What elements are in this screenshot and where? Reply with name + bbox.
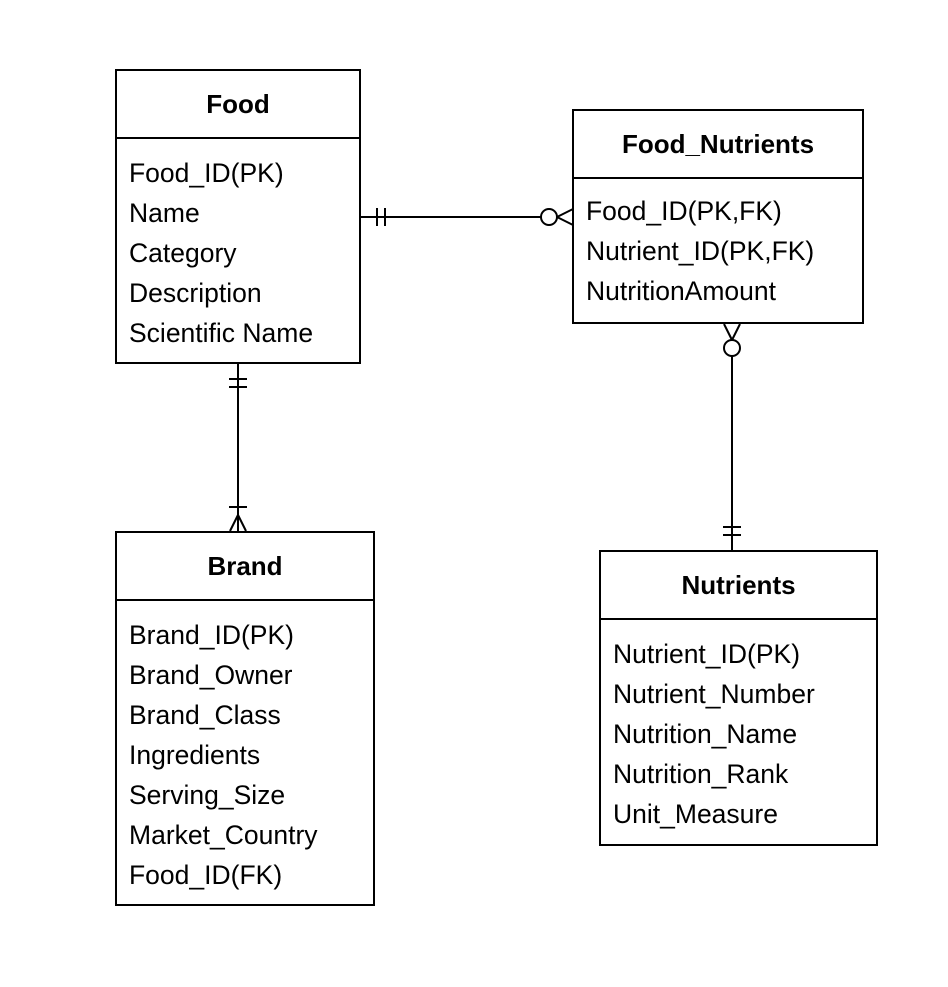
relationship-food-food-nutrients: [361, 208, 574, 226]
entity-brand: Brand Brand_ID(PK) Brand_Owner Brand_Cla…: [115, 531, 375, 906]
entity-title: Food: [117, 71, 359, 139]
crow-foot-left: [229, 514, 239, 532]
entity-title: Nutrients: [601, 552, 876, 620]
attribute: Category: [129, 238, 237, 268]
attribute: NutritionAmount: [586, 276, 777, 306]
attribute-list: Food_ID(PK,FK) Nutrient_ID(PK,FK) Nutrit…: [574, 179, 862, 311]
attribute: Scientific Name: [129, 318, 314, 348]
attribute: Brand_Owner: [129, 660, 293, 690]
attribute: Brand_ID(PK): [129, 620, 294, 650]
attribute: Food_ID(PK): [129, 158, 284, 188]
attribute: Nutrient_ID(PK): [613, 639, 801, 669]
zero-circle: [723, 339, 741, 357]
relationship-food-brand: [229, 364, 247, 532]
crow-foot-right: [731, 323, 741, 341]
attribute: Brand_Class: [129, 700, 281, 730]
attribute-list: Food_ID(PK) Name Category Description Sc…: [117, 139, 359, 353]
attribute: Nutrient_ID(PK,FK): [586, 236, 815, 266]
crow-foot-lower: [556, 216, 574, 226]
attribute: Ingredients: [129, 740, 261, 770]
attribute: Serving_Size: [129, 780, 286, 810]
zero-circle: [540, 208, 558, 226]
attribute: Nutrient_Number: [613, 679, 815, 709]
attribute: Food_ID(PK,FK): [586, 196, 782, 226]
entity-title: Brand: [117, 533, 373, 601]
attribute: Market_Country: [129, 820, 318, 850]
attribute: Name: [129, 198, 200, 228]
entity-title: Food_Nutrients: [574, 111, 862, 179]
attribute: Unit_Measure: [613, 799, 778, 829]
entity-food: Food Food_ID(PK) Name Category Descripti…: [115, 69, 361, 364]
attribute-list: Brand_ID(PK) Brand_Owner Brand_Class Ing…: [117, 601, 373, 895]
relationship-nutrients-food-nutrients: [723, 323, 741, 550]
attribute: Description: [129, 278, 262, 308]
attribute: Food_ID(FK): [129, 860, 283, 890]
crow-foot-right: [237, 514, 247, 532]
entity-nutrients: Nutrients Nutrient_ID(PK) Nutrient_Numbe…: [599, 550, 878, 846]
attribute-list: Nutrient_ID(PK) Nutrient_Number Nutritio…: [601, 620, 876, 834]
attribute: Nutrition_Name: [613, 719, 798, 749]
attribute: Nutrition_Rank: [613, 759, 789, 789]
crow-foot-left: [723, 323, 733, 341]
crow-foot-upper: [556, 208, 574, 218]
entity-food-nutrients: Food_Nutrients Food_ID(PK,FK) Nutrient_I…: [572, 109, 864, 324]
